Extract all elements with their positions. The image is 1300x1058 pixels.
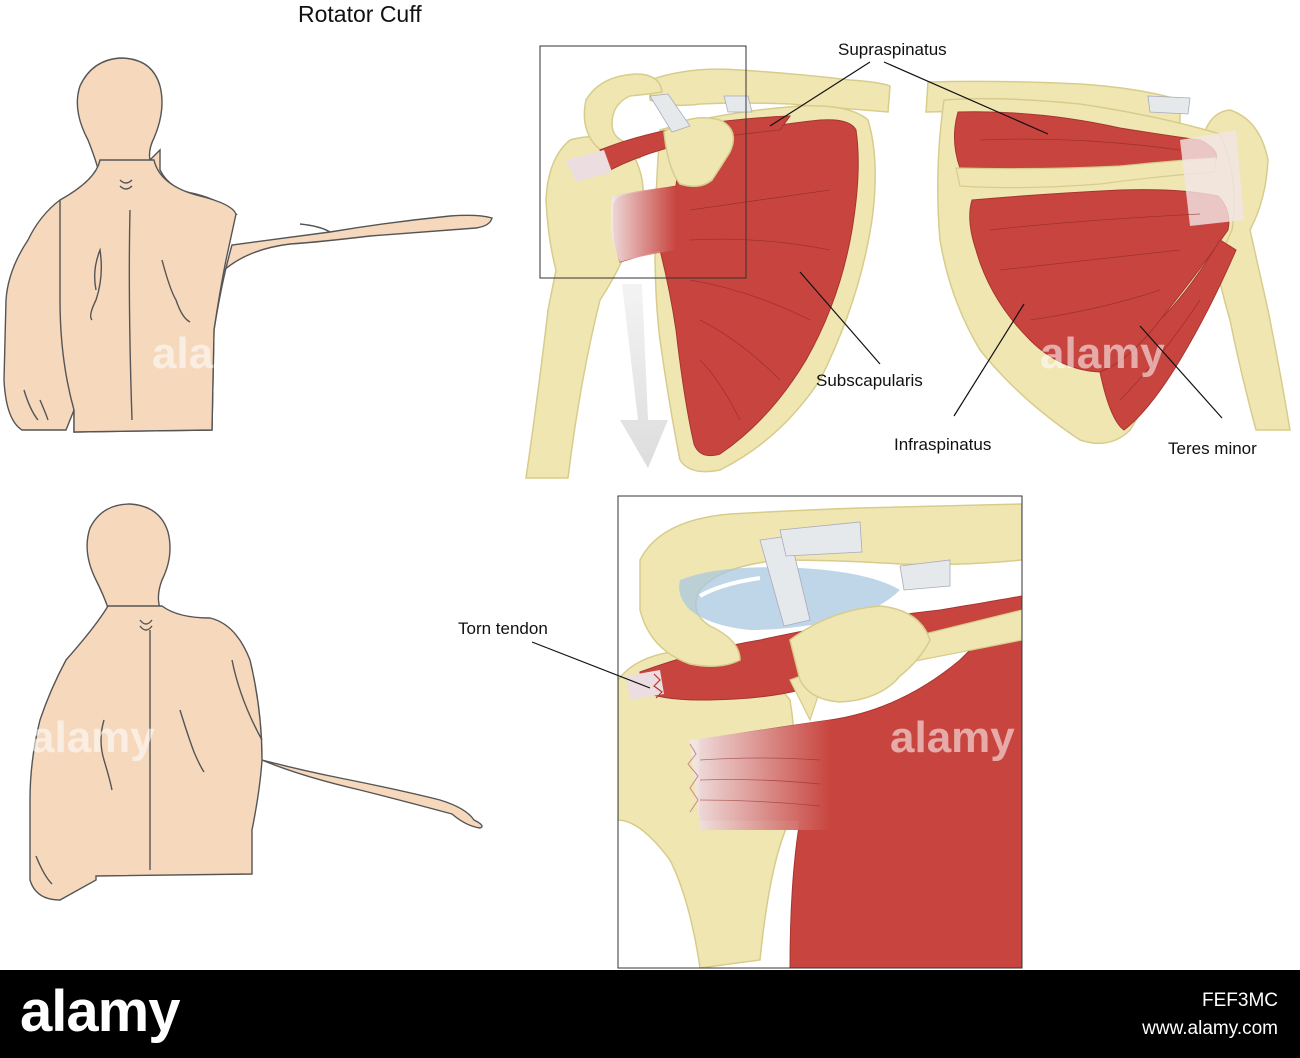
leader-infraspinatus — [953, 303, 1025, 417]
zoomed-detail-frame — [617, 495, 1023, 969]
footer-image-id: FEF3MC — [1202, 990, 1278, 1011]
shoulder-front-view — [525, 45, 891, 479]
torso-upper-1 — [59, 159, 237, 433]
zoom-arrow — [620, 284, 668, 468]
body-figure-arm-lowered — [29, 503, 483, 901]
diagram-title: Rotator Cuff — [298, 1, 422, 27]
label-infraspinatus: Infraspinatus — [894, 435, 991, 454]
torso-arm-lowered — [29, 605, 483, 901]
labels: Supraspinatus Subscapularis Infraspinatu… — [458, 40, 1257, 689]
watermarks: alamy alamy alamy alamy — [30, 329, 1165, 762]
label-teres-minor: Teres minor — [1168, 439, 1257, 458]
zoom-box — [539, 45, 747, 279]
shoulder-back-view — [925, 80, 1291, 445]
leader-teres-minor — [1139, 325, 1223, 419]
label-torn-tendon: Torn tendon — [458, 619, 548, 638]
watermark-4: alamy — [890, 713, 1015, 762]
leader-supraspinatus-front — [769, 61, 871, 127]
body-figure-arm-raised — [3, 57, 493, 433]
watermark-2: alamy — [1040, 329, 1165, 378]
infraspinatus-muscle — [969, 189, 1230, 373]
footer-brand-logo: alamy — [20, 979, 180, 1044]
coracoid-front — [663, 117, 735, 187]
leader-supraspinatus-back — [883, 61, 1049, 135]
subscapularis-muscle — [613, 119, 859, 457]
leader-subscapularis — [799, 271, 881, 365]
watermark-3: alamy — [30, 713, 155, 762]
zoomed-detail — [617, 495, 1023, 969]
acromion-detail — [639, 503, 1022, 667]
teres-minor-muscle — [1099, 239, 1237, 431]
label-subscapularis: Subscapularis — [816, 371, 923, 390]
clavicle-front — [649, 68, 891, 113]
head-2 — [86, 503, 171, 609]
footer-site: www.alamy.com — [1142, 1018, 1278, 1039]
watermark-1: alamy — [152, 329, 277, 378]
footer-bar: alamy FEF3MC www.alamy.com — [0, 970, 1300, 1058]
coracoid-detail — [789, 605, 931, 703]
leader-torn-tendon — [531, 641, 651, 689]
supraspinatus-front — [599, 115, 792, 171]
label-supraspinatus: Supraspinatus — [838, 40, 947, 59]
